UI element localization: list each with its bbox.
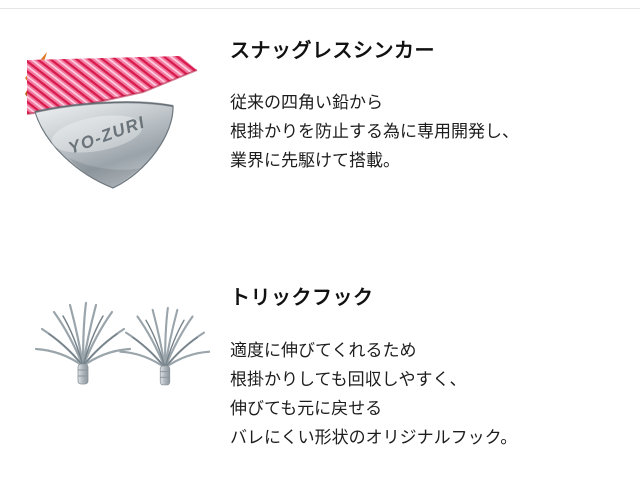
sinker-highlight xyxy=(51,115,143,153)
description-line: 業界に先駆けて搭載。 xyxy=(230,151,400,170)
feature-title-trick-hook: トリックフック xyxy=(230,287,374,309)
trick-hook-photo xyxy=(25,288,211,393)
description-line: 従来の四角い鉛から xyxy=(230,93,383,112)
feature-description-trick-hook: 適度に伸びてくれるため 根掛かりしても回収しやすく、 伸びても元に戻せる バレに… xyxy=(230,336,517,452)
description-line: 伸びても元に戻せる xyxy=(230,399,383,418)
top-divider xyxy=(0,8,640,9)
description-line: 適度に伸びてくれるため xyxy=(230,341,417,360)
hook-cluster-left xyxy=(34,301,132,386)
sinker-seam xyxy=(34,101,174,114)
snagless-sinker-illustration: YO-ZURI xyxy=(25,52,198,189)
snagless-sinker-photo: YO-ZURI xyxy=(25,48,205,198)
sinker-shadow xyxy=(69,158,140,188)
description-line: 根掛かりを防止する為に専用開発し、 xyxy=(230,122,519,141)
feature-description-snagless-sinker: 従来の四角い鉛から 根掛かりを防止する為に専用開発し、 業界に先駆けて搭載。 xyxy=(230,88,519,175)
feature-title-snagless-sinker: スナッグレスシンカー xyxy=(230,40,435,62)
lure-cloth-body xyxy=(27,56,197,114)
hook-cluster-right xyxy=(119,306,211,386)
trick-hook-illustration xyxy=(34,301,211,386)
description-line: バレにくい形状のオリジナルフック。 xyxy=(230,428,518,447)
description-line: 根掛かりしても回収しやすく、 xyxy=(230,370,467,389)
